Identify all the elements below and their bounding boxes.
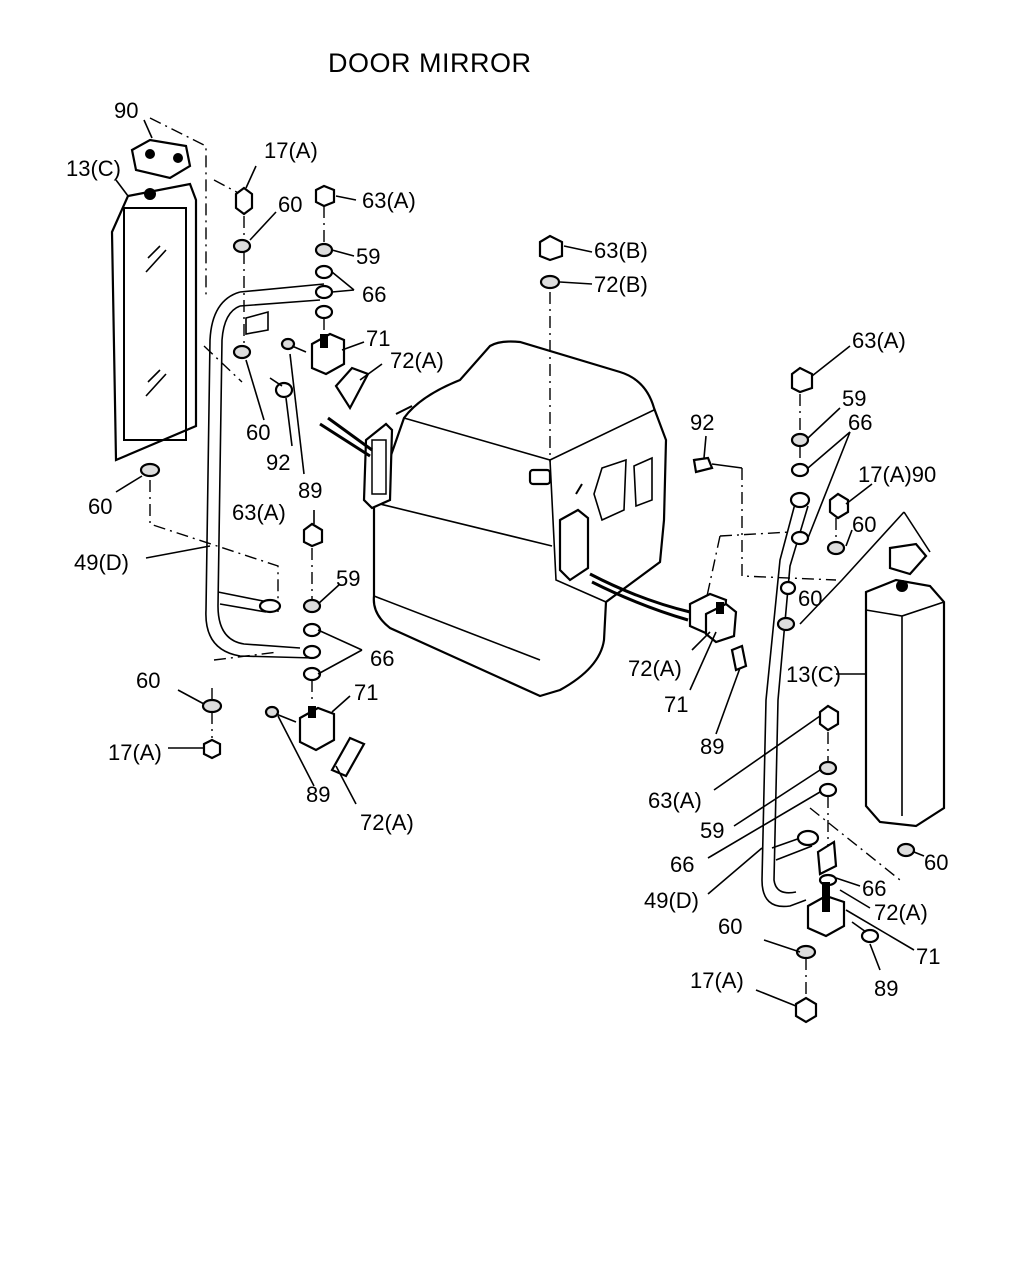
right-mirror-arm bbox=[761, 499, 807, 908]
label-13c: 13(C) bbox=[786, 662, 841, 687]
label-60: 60 bbox=[88, 494, 112, 519]
right-mirror-bracket bbox=[888, 542, 928, 858]
left-mirror-washer bbox=[139, 462, 161, 478]
cab-body bbox=[372, 340, 668, 698]
label-59: 59 bbox=[336, 566, 360, 591]
right-cab-mount bbox=[558, 508, 590, 582]
leader-lines bbox=[115, 119, 931, 1007]
label-63a: 63(A) bbox=[362, 188, 416, 213]
label-89: 89 bbox=[298, 478, 322, 503]
label-60: 60 bbox=[246, 420, 270, 445]
label-72a: 72(A) bbox=[390, 348, 444, 373]
label-17a-90: 17(A)90 bbox=[858, 462, 936, 487]
right-mirror-head bbox=[864, 578, 946, 828]
right-upper-hardware bbox=[692, 366, 850, 632]
label-60: 60 bbox=[852, 512, 876, 537]
label-60: 60 bbox=[798, 586, 822, 611]
label-89: 89 bbox=[306, 782, 330, 807]
part-labels: 90 13(C) 17(A) 60 63(A) 59 66 71 72(A) 6… bbox=[66, 98, 948, 1001]
label-63b: 63(B) bbox=[594, 238, 648, 263]
left-lower-hardware bbox=[201, 522, 366, 778]
label-92: 92 bbox=[690, 410, 714, 435]
label-72a: 72(A) bbox=[628, 656, 682, 681]
center-hardware bbox=[538, 234, 564, 290]
label-49d: 49(D) bbox=[644, 888, 699, 913]
label-63a: 63(A) bbox=[648, 788, 702, 813]
label-72a: 72(A) bbox=[360, 810, 414, 835]
label-71: 71 bbox=[354, 680, 378, 705]
label-92: 92 bbox=[266, 450, 290, 475]
label-49d: 49(D) bbox=[74, 550, 129, 575]
right-center-bracket bbox=[688, 592, 748, 672]
label-89: 89 bbox=[700, 734, 724, 759]
label-66: 66 bbox=[670, 852, 694, 877]
label-60: 60 bbox=[924, 850, 948, 875]
label-60: 60 bbox=[136, 668, 160, 693]
label-63a: 63(A) bbox=[232, 500, 286, 525]
label-66: 66 bbox=[862, 876, 886, 901]
label-17a: 17(A) bbox=[690, 968, 744, 993]
left-mirror-head bbox=[110, 182, 198, 462]
left-cab-mount bbox=[362, 422, 394, 510]
label-60: 60 bbox=[278, 192, 302, 217]
label-60: 60 bbox=[718, 914, 742, 939]
left-mirror-bracket bbox=[130, 138, 192, 200]
label-59: 59 bbox=[842, 386, 866, 411]
label-71: 71 bbox=[664, 692, 688, 717]
label-17a: 17(A) bbox=[264, 138, 318, 163]
label-71: 71 bbox=[366, 326, 390, 351]
label-59: 59 bbox=[356, 244, 380, 269]
label-13c: 13(C) bbox=[66, 156, 121, 181]
label-59: 59 bbox=[700, 818, 724, 843]
label-66: 66 bbox=[362, 282, 386, 307]
label-72b: 72(B) bbox=[594, 272, 648, 297]
label-90: 90 bbox=[114, 98, 138, 123]
label-71: 71 bbox=[916, 944, 940, 969]
label-66: 66 bbox=[370, 646, 394, 671]
label-72a: 72(A) bbox=[874, 900, 928, 925]
label-63a: 63(A) bbox=[852, 328, 906, 353]
label-66: 66 bbox=[848, 410, 872, 435]
label-17a: 17(A) bbox=[108, 740, 162, 765]
left-upper-hardware bbox=[232, 184, 370, 411]
label-89: 89 bbox=[874, 976, 898, 1001]
diagram-title: DOOR MIRROR bbox=[328, 48, 532, 78]
left-mirror-arm bbox=[205, 291, 315, 659]
